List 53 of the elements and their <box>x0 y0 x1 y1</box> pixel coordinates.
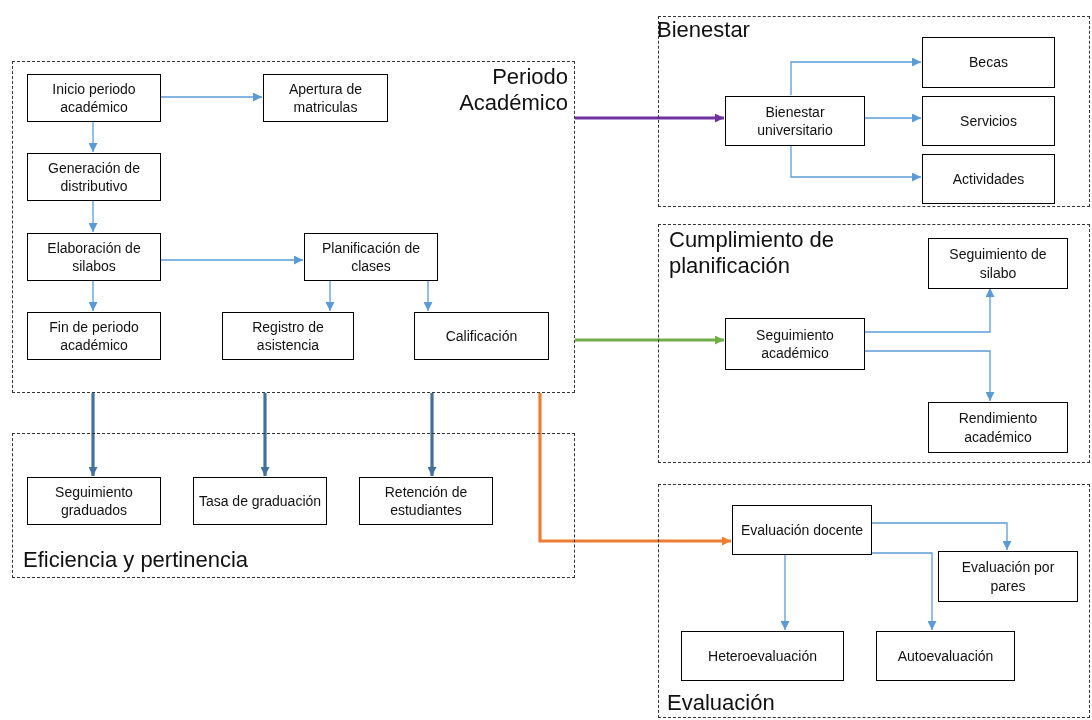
group-title: Bienestar <box>657 17 750 44</box>
process-box: Planificación de clases <box>304 233 438 281</box>
process-box: Fin de periodo académico <box>27 312 161 360</box>
arrow <box>575 113 724 123</box>
arrow <box>423 279 433 312</box>
dashed-group <box>658 484 1090 718</box>
process-box: Calificación <box>414 312 549 360</box>
arrow <box>870 522 1012 551</box>
process-box: Registro de asistencia <box>222 312 354 360</box>
process-box: Seguimiento académico <box>725 318 865 370</box>
process-box: Evaluación por pares <box>938 551 1078 602</box>
arrow <box>260 393 270 476</box>
dashed-group <box>658 224 1090 463</box>
arrow <box>575 335 724 345</box>
process-box: Rendimiento académico <box>928 402 1068 453</box>
arrow <box>325 279 335 312</box>
arrow <box>780 553 790 631</box>
arrow <box>88 120 98 153</box>
arrow <box>159 92 263 102</box>
process-box: Inicio periodo académico <box>27 74 161 122</box>
process-box: Tasa de graduación <box>193 477 327 525</box>
arrow <box>427 393 437 476</box>
arrow <box>159 255 304 265</box>
process-box: Apertura de matriculas <box>263 74 388 122</box>
process-box: Bienestar universitario <box>725 96 865 146</box>
process-box: Retención de estudiantes <box>359 477 493 525</box>
arrow <box>790 57 922 96</box>
process-box: Autoevaluación <box>876 631 1015 681</box>
group-title: Eficiencia y pertinencia <box>23 546 248 573</box>
arrow <box>88 393 98 476</box>
process-box: Heteroevaluación <box>681 631 844 681</box>
arrow <box>863 287 995 333</box>
process-box: Becas <box>922 37 1055 88</box>
process-box: Actividades <box>922 154 1055 204</box>
dashed-group <box>658 16 1090 207</box>
process-box: Elaboración de silabos <box>27 233 161 281</box>
dashed-group <box>12 61 575 393</box>
arrow <box>88 279 98 312</box>
arrow <box>863 113 922 123</box>
group-title: Evaluación <box>667 689 775 716</box>
arrow <box>870 552 937 631</box>
process-box: Servicios <box>922 96 1055 146</box>
process-box: Seguimiento de silabo <box>928 238 1068 289</box>
arrow <box>790 144 922 182</box>
dashed-group <box>12 433 575 578</box>
arrow <box>863 350 995 402</box>
group-title: Periodo Académico <box>458 64 568 117</box>
arrow <box>88 199 98 233</box>
process-box: Seguimiento graduados <box>27 477 161 525</box>
group-title: Cumplimiento de planificación <box>669 227 836 280</box>
process-box: Generación de distributivo <box>27 153 161 201</box>
process-box: Evaluación docente <box>732 505 872 555</box>
arrow <box>538 393 731 546</box>
